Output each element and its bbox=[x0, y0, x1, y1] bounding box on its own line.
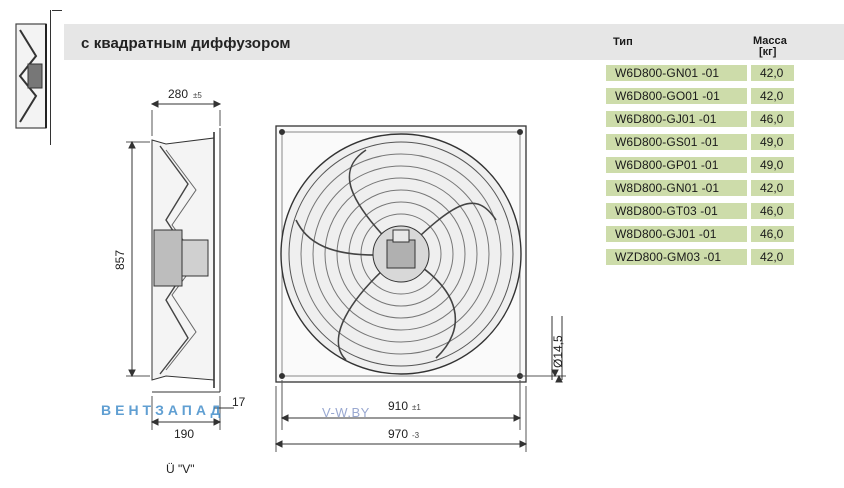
dim-depth-tol: ±5 bbox=[193, 91, 202, 100]
mass-cell: 42,0 bbox=[751, 65, 794, 81]
watermark-brand: ВЕНТЗАПАД bbox=[101, 402, 225, 418]
type-cell: WZD800-GM03 -01 bbox=[606, 249, 747, 265]
mass-cell: 46,0 bbox=[751, 226, 794, 242]
mass-header-label: Масса bbox=[753, 35, 787, 47]
section-header-band bbox=[64, 24, 844, 60]
side-view bbox=[151, 128, 221, 393]
dim-hole: Ø14,5 bbox=[551, 335, 565, 368]
dim-offset: 17 bbox=[232, 395, 246, 409]
top-rule bbox=[52, 10, 62, 11]
mass-cell: 49,0 bbox=[751, 157, 794, 173]
mass-cell: 46,0 bbox=[751, 111, 794, 127]
thumbnail-divider bbox=[50, 10, 51, 145]
mass-cell: 46,0 bbox=[751, 203, 794, 219]
dim-width: 970 bbox=[388, 427, 408, 441]
mass-column-header: Масса [кг] bbox=[753, 36, 803, 58]
dim-depth: 280 bbox=[168, 87, 188, 101]
type-column-header: Тип bbox=[613, 36, 633, 48]
mass-cell: 42,0 bbox=[751, 249, 794, 265]
type-cell: W8D800-GJ01 -01 bbox=[606, 226, 747, 242]
type-cell: W8D800-GT03 -01 bbox=[606, 203, 747, 219]
dim-base-depth: 190 bbox=[174, 427, 194, 441]
type-cell: W8D800-GN01 -01 bbox=[606, 180, 747, 196]
dim-height: 857 bbox=[113, 250, 127, 270]
mass-cell: 42,0 bbox=[751, 180, 794, 196]
type-cell: W6D800-GP01 -01 bbox=[606, 157, 747, 173]
type-cell: W6D800-GN01 -01 bbox=[606, 65, 747, 81]
fan-side-thumbnail bbox=[15, 23, 47, 129]
view-label: Ü "V" bbox=[166, 462, 195, 476]
mass-cell: 49,0 bbox=[751, 134, 794, 150]
type-cell: W6D800-GS01 -01 bbox=[606, 134, 747, 150]
mass-cell: 42,0 bbox=[751, 88, 794, 104]
dim-hole-spacing-tol: ±1 bbox=[412, 403, 421, 412]
type-cell: W6D800-GJ01 -01 bbox=[606, 111, 747, 127]
mass-unit-label: [кг] bbox=[759, 46, 777, 58]
section-title: с квадратным диффузором bbox=[81, 35, 291, 52]
dim-hole-spacing: 910 bbox=[388, 399, 408, 413]
type-cell: W6D800-GO01 -01 bbox=[606, 88, 747, 104]
fan-technical-drawing: 280 ±5 857 17 190 910 ±1 970 -3 Ø14,5 bbox=[113, 87, 566, 452]
front-view bbox=[275, 125, 527, 383]
watermark-url: V-W.BY bbox=[322, 405, 370, 420]
dim-width-tol: -3 bbox=[412, 431, 420, 440]
